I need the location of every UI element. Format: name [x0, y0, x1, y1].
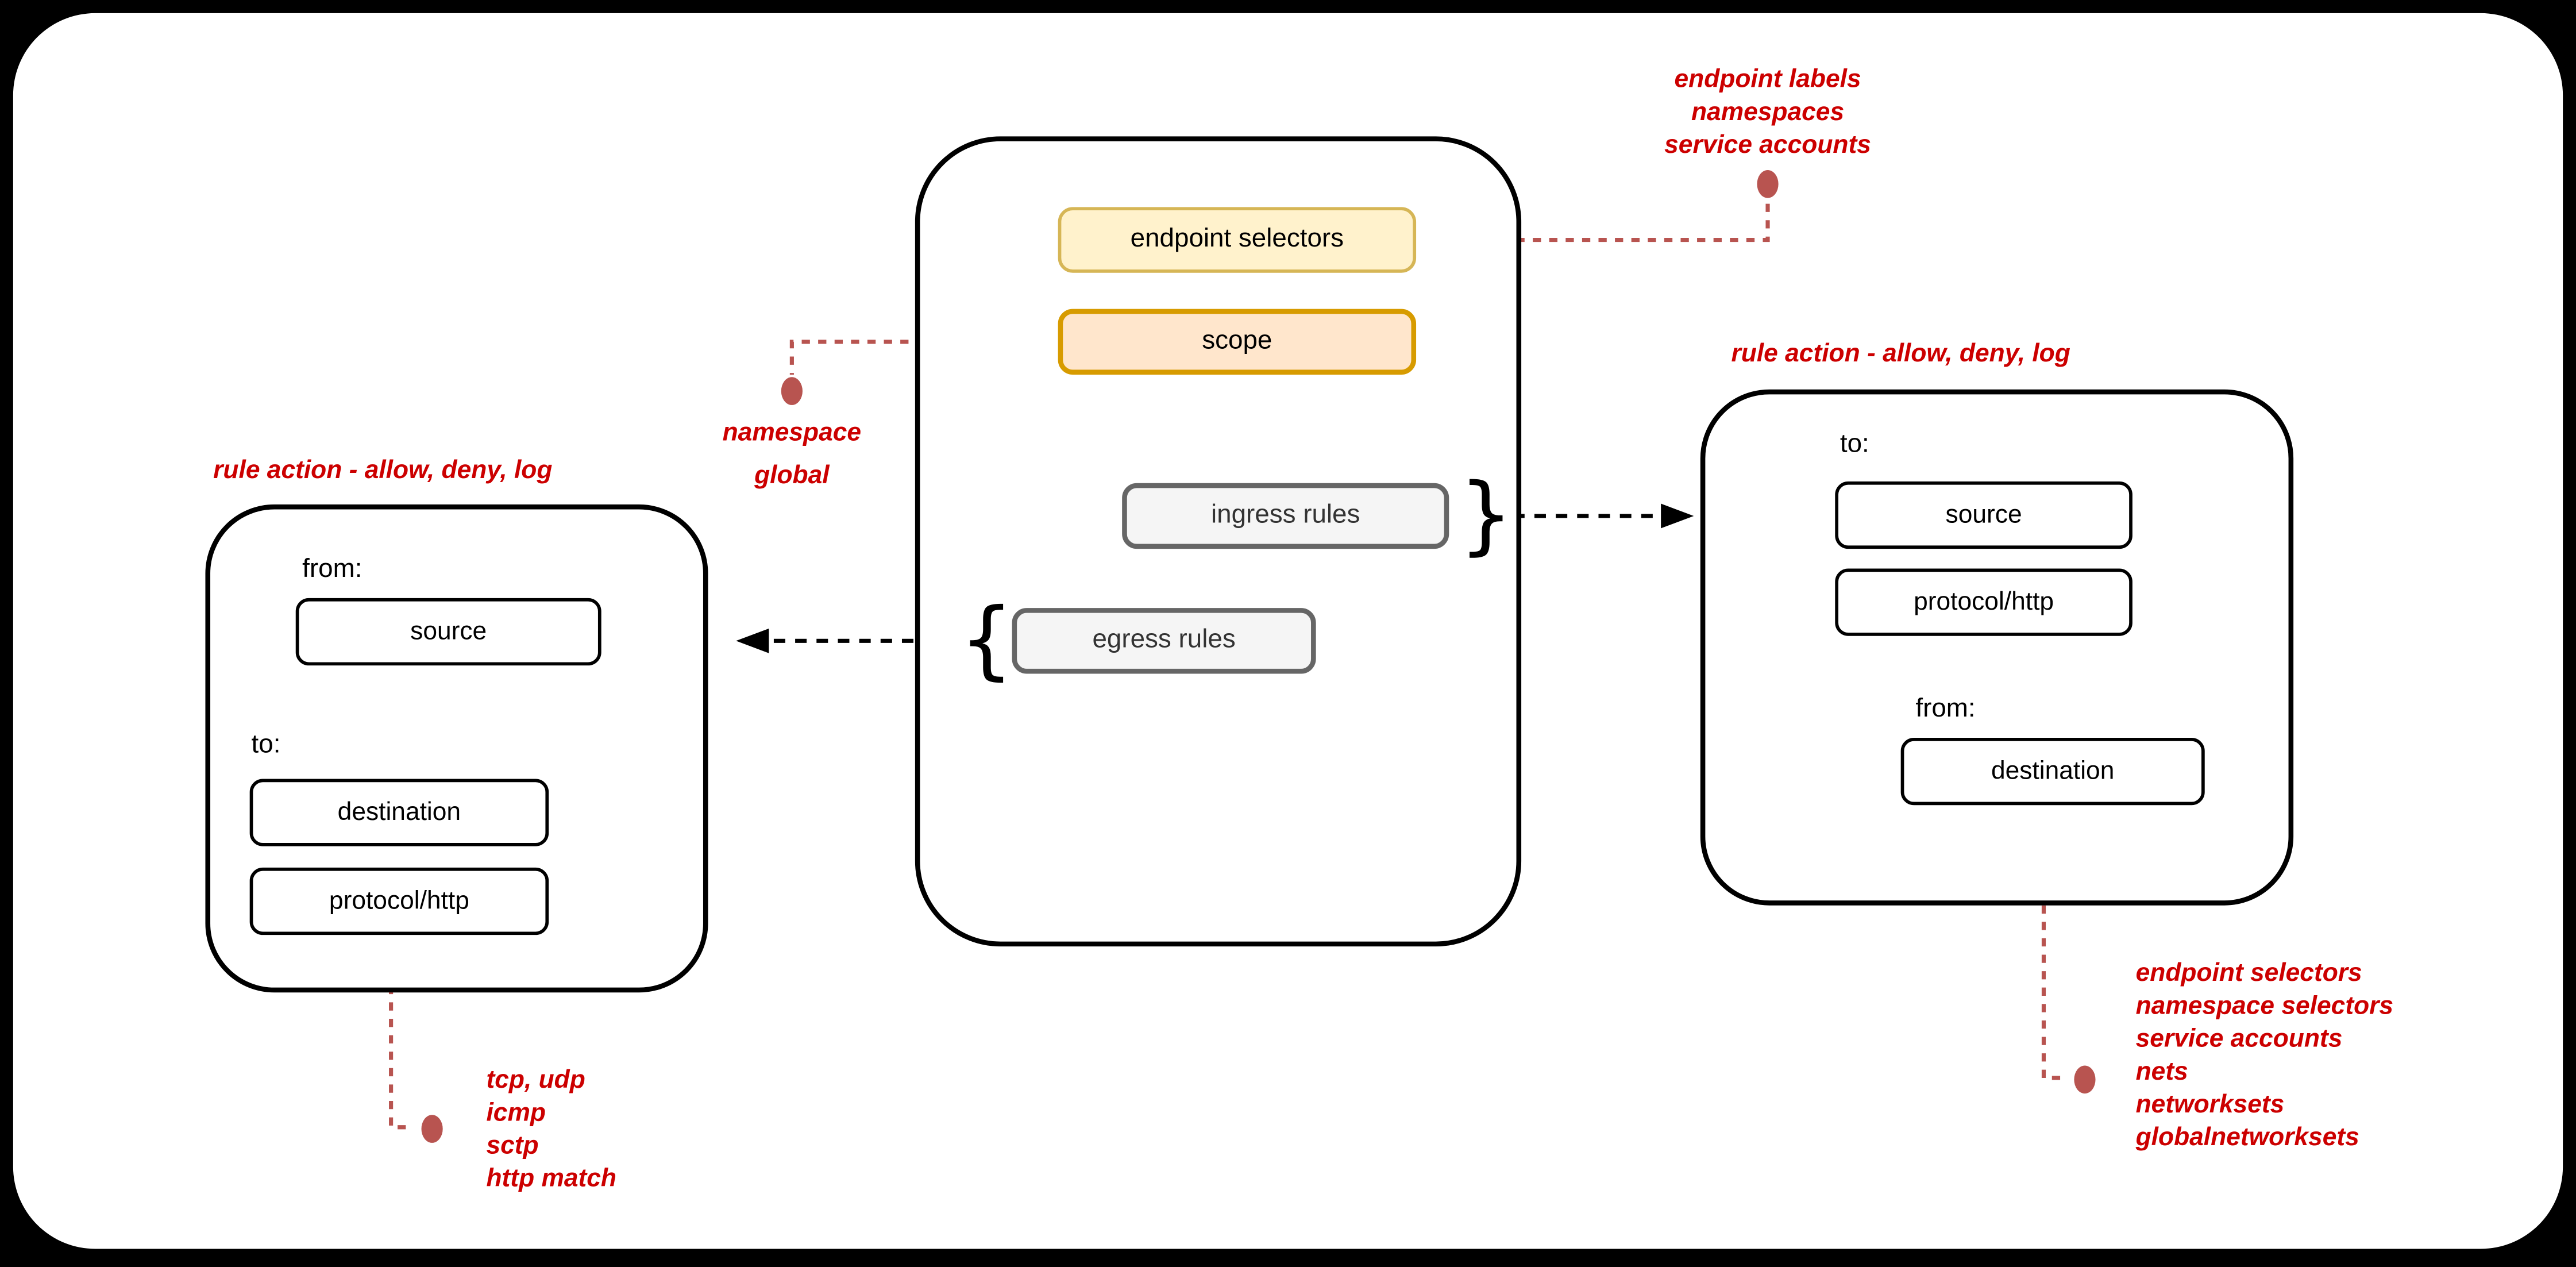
egress-to-label: to: [251, 731, 281, 760]
annotation-line: endpoint labels [1674, 66, 1861, 94]
annotation-line: global [754, 461, 830, 490]
ingress-to-label: to: [1840, 430, 1869, 459]
ingress-from-label: from: [1915, 695, 1976, 723]
ingress-rules-node: ingress rules [1122, 483, 1449, 549]
ingress-rule-box [1700, 389, 2294, 906]
endpoint-selectors-node: endpoint selectors [1058, 207, 1417, 273]
destination-annotation: endpoint selectors namespace selectors s… [2136, 958, 2393, 1155]
ingress-source-node: source [1835, 481, 2132, 549]
egress-from-label: from: [302, 555, 363, 584]
egress-source-label: source [410, 617, 487, 645]
egress-protocol-node: protocol/http [249, 867, 549, 935]
scope-label: scope [1202, 327, 1272, 355]
ingress-rule-title: rule action - allow, deny, log [1731, 340, 2070, 368]
ingress-destination-node: destination [1900, 738, 2205, 806]
annotation-line: tcp, udp [486, 1066, 585, 1095]
egress-protocol-label: protocol/http [329, 886, 469, 915]
close-brace-icon: } [1459, 467, 1514, 565]
annotation-line: http match [486, 1165, 617, 1193]
protocol-annotation: tcp, udp icmp sctp http match [486, 1065, 616, 1196]
egress-rules-label: egress rules [1092, 626, 1236, 654]
annotation-line: service accounts [1664, 131, 1871, 160]
endpoint-selectors-label: endpoint selectors [1130, 225, 1344, 253]
annotation-line: namespace [722, 419, 862, 447]
egress-destination-node: destination [249, 779, 549, 846]
annotation-line: endpoint selectors [2135, 960, 2362, 988]
endpoint-selectors-annotation: endpoint labels namespaces service accou… [1603, 64, 1932, 163]
egress-rules-node: egress rules [1012, 608, 1316, 674]
ingress-rules-label: ingress rules [1211, 501, 1360, 529]
scope-annotation: namespace global [693, 413, 890, 498]
annotation-line: namespaces [1691, 98, 1845, 127]
scope-node: scope [1058, 309, 1417, 375]
annotation-line: nets [2135, 1058, 2188, 1087]
open-brace-icon: { [959, 591, 1014, 691]
egress-source-node: source [295, 598, 601, 666]
annotation-line: sctp [486, 1132, 539, 1160]
egress-destination-label: destination [337, 798, 461, 826]
ingress-source-label: source [1945, 500, 2022, 529]
annotation-line: globalnetworksets [2135, 1124, 2359, 1152]
ingress-destination-label: destination [1991, 756, 2115, 785]
annotation-line: namespace selectors [2135, 992, 2394, 1020]
annotation-line: service accounts [2135, 1025, 2343, 1054]
ingress-protocol-label: protocol/http [1914, 587, 2054, 615]
annotation-line: networksets [2135, 1091, 2285, 1119]
egress-rule-title: rule action - allow, deny, log [213, 456, 553, 485]
annotation-line: icmp [486, 1099, 546, 1127]
ingress-protocol-node: protocol/http [1835, 568, 2132, 636]
